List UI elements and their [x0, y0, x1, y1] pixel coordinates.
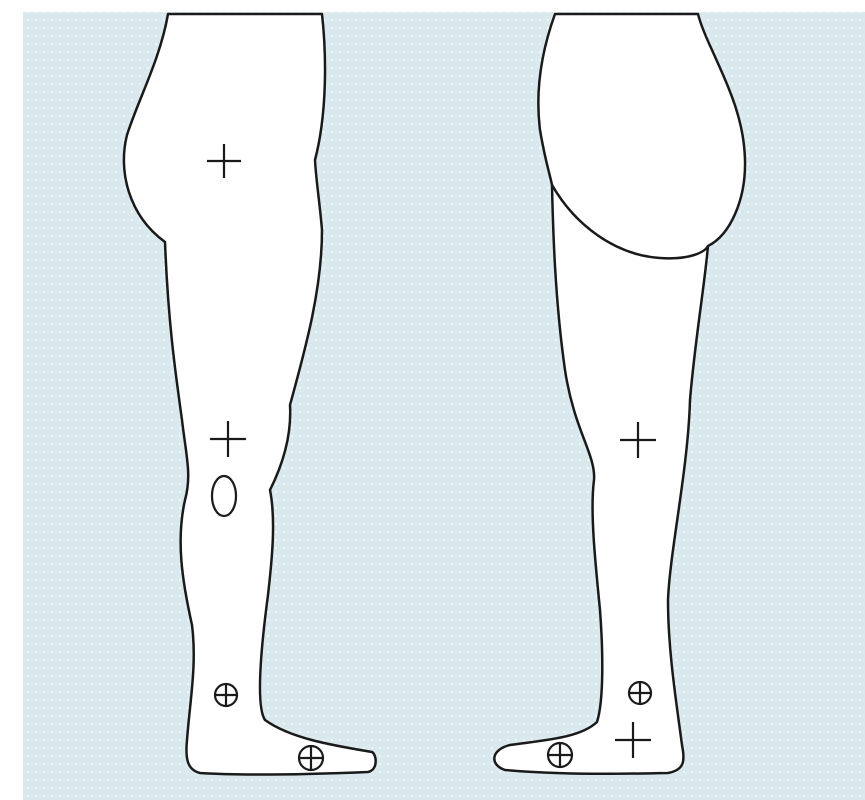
marker-medial-foot-circled-plus — [548, 743, 572, 767]
marker-lateral-ankle-circled-plus — [215, 684, 237, 706]
marker-medial-ankle-circled-plus — [629, 682, 651, 704]
marker-lateral-foot-circled-plus — [299, 746, 323, 770]
figure-panel — [23, 12, 865, 800]
